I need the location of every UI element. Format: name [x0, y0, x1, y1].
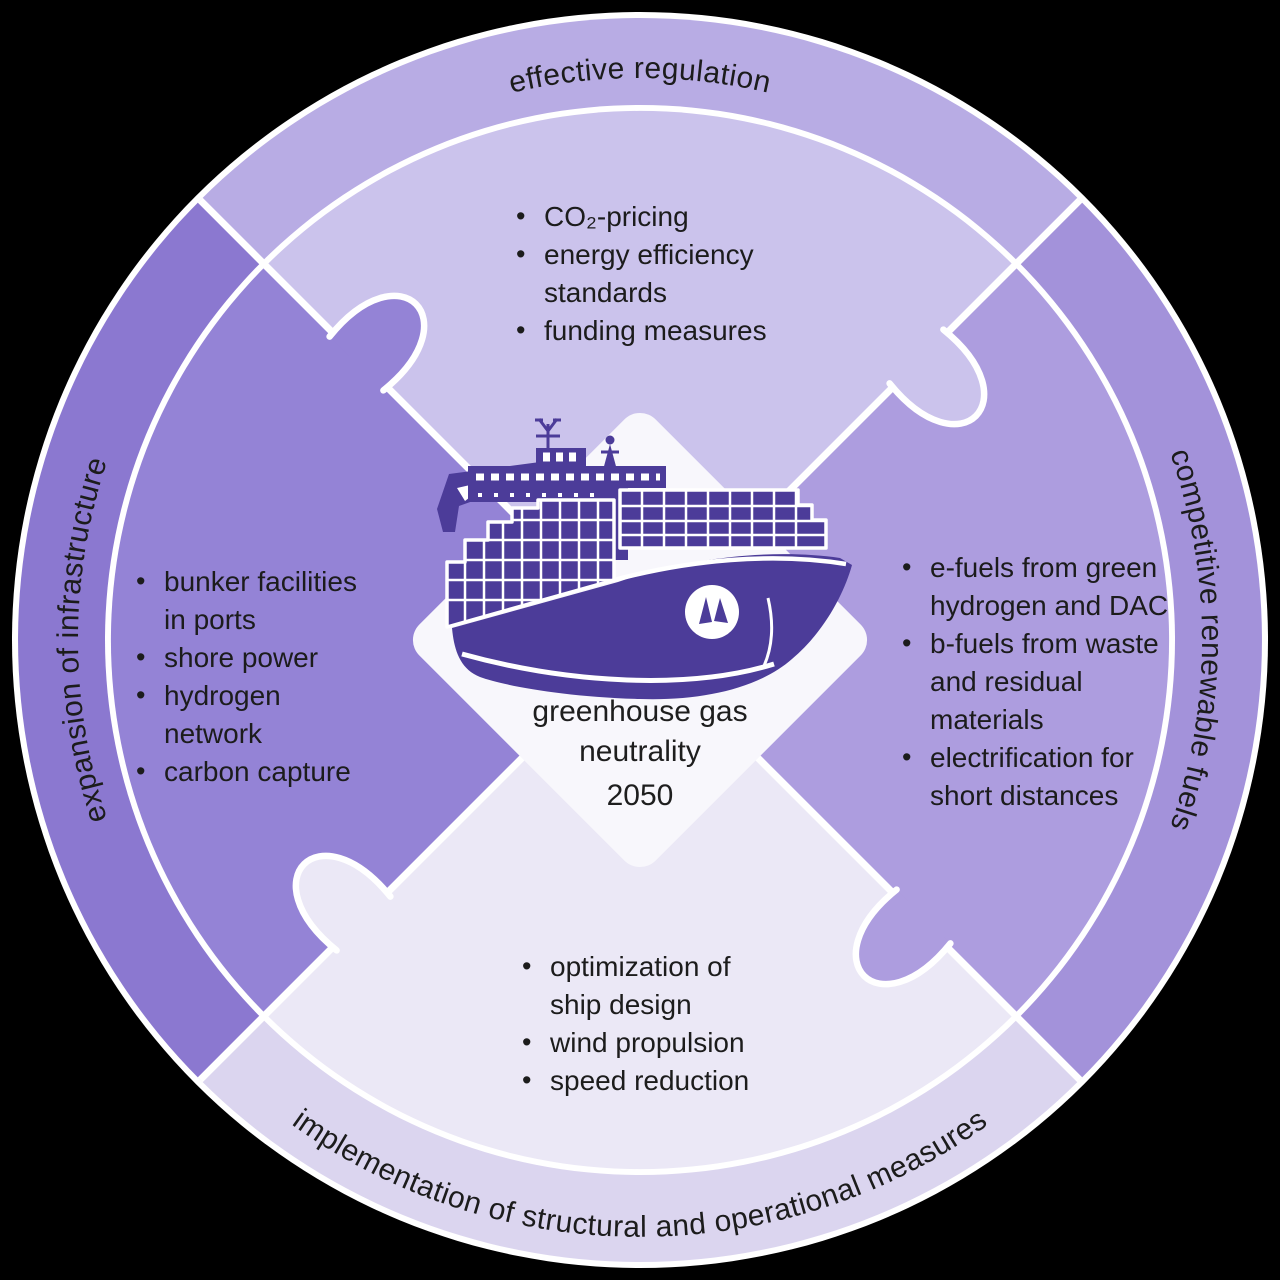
puzzle-piece-bottom	[265, 640, 1015, 1170]
goal-year: 2050	[606, 779, 674, 812]
list-item: hydrogen network	[132, 676, 384, 753]
radar-mast	[603, 444, 617, 470]
goal-line: greenhouse gas	[532, 695, 748, 728]
center-goal-text: greenhouse gas neutrality 2050	[440, 692, 840, 816]
hull	[452, 554, 852, 700]
list-item: bunker facilities in ports	[132, 562, 384, 639]
measures-list-operational: optimization of ship design wind propuls…	[518, 947, 766, 1100]
waterline-stripe	[461, 651, 775, 683]
container-ship-illustration	[437, 418, 852, 700]
list-item: e-fuels from green hydrogen and DAC	[898, 548, 1180, 625]
list-item: shore power	[132, 638, 384, 677]
mast-ball	[605, 435, 615, 445]
list-item: optimization of ship design	[518, 947, 766, 1024]
puzzle-piece-top	[265, 110, 1015, 641]
puzzle-knob-right-into-bottom	[852, 886, 954, 988]
puzzle-knob-left-into-top	[326, 292, 428, 394]
list-item: energy efficiency standards	[512, 235, 774, 312]
bridge-windows	[476, 452, 660, 497]
bow-flare-line	[762, 597, 774, 667]
goal-line: neutrality	[579, 735, 701, 768]
measures-list-fuels: e-fuels from green hydrogen and DAC b-fu…	[898, 548, 1180, 815]
list-item: wind propulsion	[518, 1023, 766, 1062]
bow-logo	[685, 585, 739, 639]
bulwark-line	[613, 556, 847, 583]
measures-list-infrastructure: bunker facilities in ports shore power h…	[132, 562, 384, 791]
list-item: speed reduction	[518, 1061, 766, 1100]
list-item: carbon capture	[132, 752, 384, 791]
logo-sails	[699, 597, 728, 624]
list-item: funding measures	[512, 311, 774, 350]
bridge-base	[468, 486, 628, 502]
list-item: CO₂-pricing	[512, 197, 774, 236]
puzzle-knob-top-into-right	[886, 326, 988, 428]
main-container-grid	[620, 490, 826, 548]
stern-container-grid	[447, 500, 614, 627]
puzzle-knob-bottom-into-left	[292, 852, 394, 954]
list-item: b-fuels from waste and residual material…	[898, 624, 1180, 739]
list-item: electrification for short distances	[898, 738, 1180, 815]
measures-list-regulation: CO₂-pricing energy efficiency standards …	[512, 197, 774, 350]
